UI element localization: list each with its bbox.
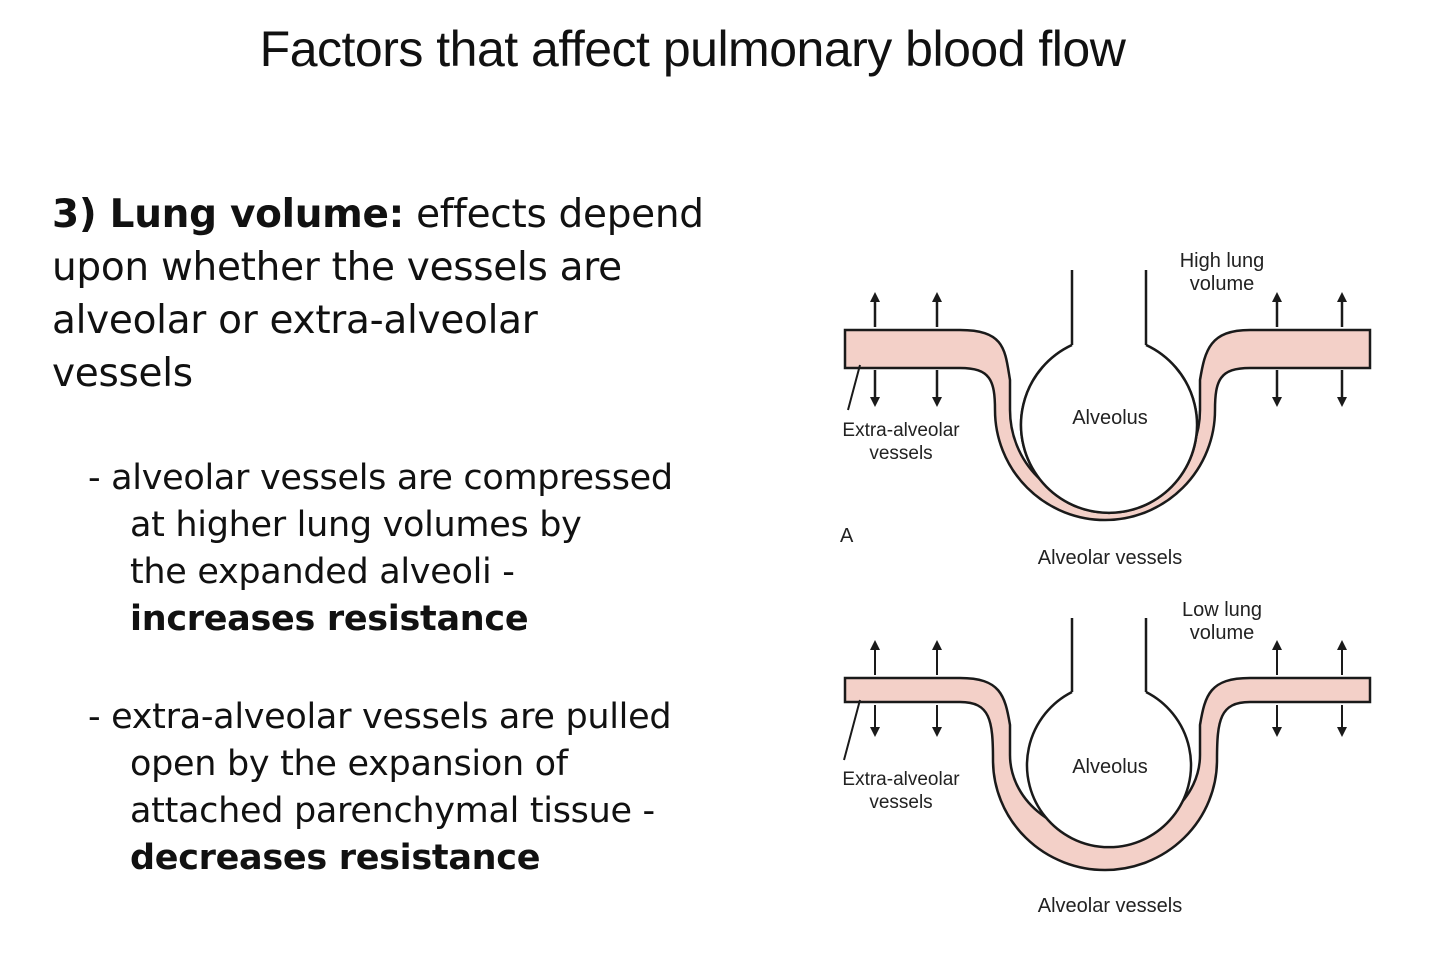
vessel-band (843, 676, 1372, 872)
extra-alveolar-label: Extra-alveolar (842, 420, 960, 441)
state-label: Low lung (1182, 599, 1262, 621)
low-lung-volume-panel: Low lung volume Alveolus Extra-alveolar … (842, 599, 1372, 917)
bullet-conclusion: decreases resistance (130, 838, 541, 878)
alveolar-vessels-label: Alveolar vessels (1038, 547, 1183, 569)
state-label: volume (1190, 273, 1254, 295)
high-lung-volume-panel: High lung volume Alveolus Extra-alveolar… (840, 250, 1372, 569)
bullet-line: - extra-alveolar vessels are pulled (88, 697, 672, 737)
alveolar-vessels-bullet: - alveolar vessels are compressed at hig… (88, 455, 778, 643)
extra-alveolar-leader (847, 364, 861, 411)
state-label: High lung (1180, 250, 1265, 272)
point-text-line-3: alveolar or extra-alveolar (52, 298, 538, 343)
alveolus-label: Alveolus (1072, 756, 1148, 778)
point-text-line-1: effects depend (416, 192, 704, 237)
bullet-line: attached parenchymal tissue - (130, 791, 655, 831)
bullet-line: open by the expansion of (130, 744, 568, 784)
bullet-line: the expanded alveoli - (130, 552, 515, 592)
extra-alveolar-vessels-bullet: - extra-alveolar vessels are pulled open… (88, 694, 778, 882)
point-text-line-2: upon whether the vessels are (52, 245, 622, 290)
extra-alveolar-label: vessels (869, 443, 932, 464)
bullet-line: - alveolar vessels are compressed (88, 458, 673, 498)
lung-volume-figure: High lung volume Alveolus Extra-alveolar… (820, 240, 1390, 940)
extra-alveolar-label: Extra-alveolar (842, 769, 960, 790)
alveolus-circle (1070, 618, 1148, 692)
extra-alveolar-leader (843, 699, 861, 761)
lung-volume-diagram: High lung volume Alveolus Extra-alveolar… (840, 250, 1372, 917)
extra-alveolar-label: vessels (869, 792, 932, 813)
slide-title: Factors that affect pulmonary blood flow (259, 21, 1126, 77)
lung-volume-point: 3) Lung volume: effects depend upon whet… (52, 188, 752, 400)
panel-letter: A (840, 525, 854, 547)
alveolar-vessels-label: Alveolar vessels (1038, 895, 1183, 917)
bullet-conclusion: increases resistance (130, 599, 529, 639)
bullet-line: at higher lung volumes by (130, 505, 582, 545)
state-label: volume (1190, 622, 1254, 644)
point-text-line-4: vessels (52, 351, 193, 396)
point-lead: 3) Lung volume: (52, 192, 404, 237)
alveolus-label: Alveolus (1072, 407, 1148, 429)
vessel-band (843, 328, 1372, 522)
